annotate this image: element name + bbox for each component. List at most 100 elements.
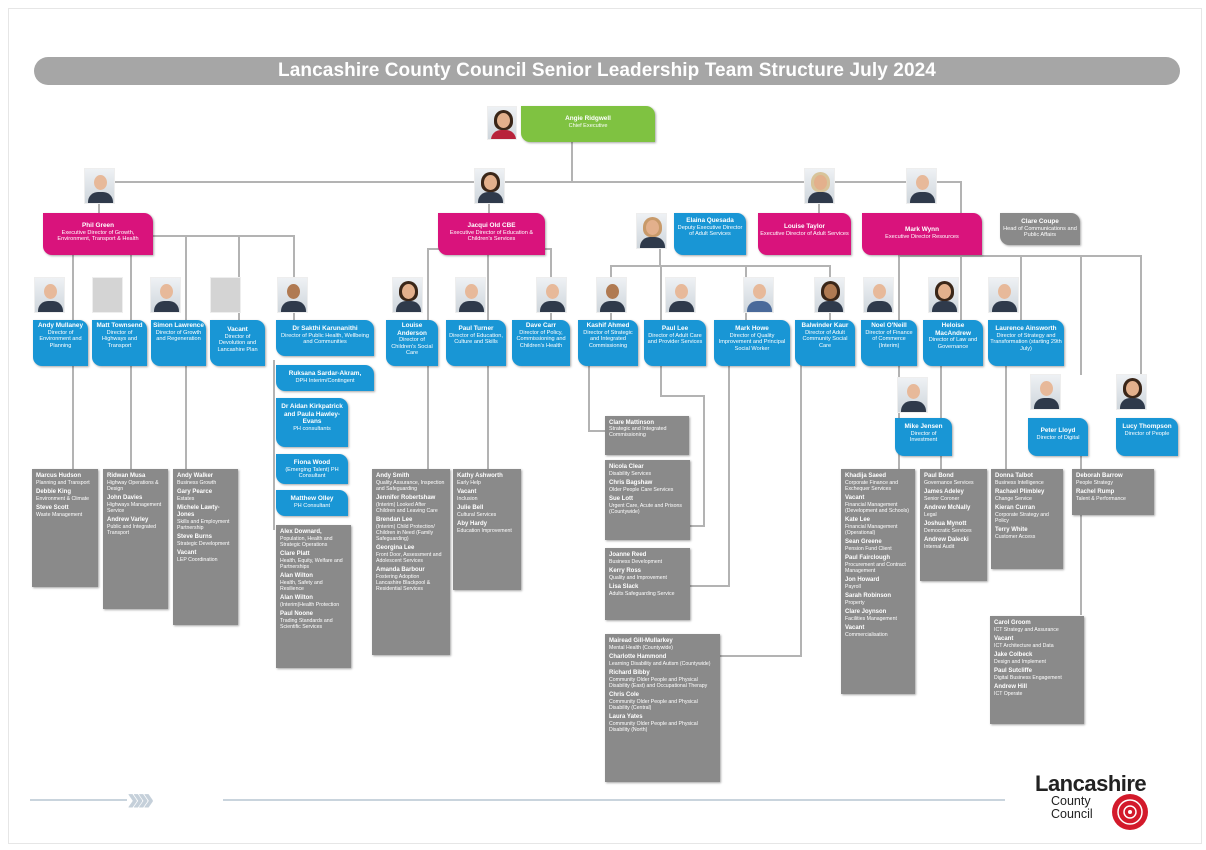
team-entry-role: Community Older People and Physical Disa…	[609, 721, 698, 733]
louise-taylor-photo	[804, 168, 835, 204]
team-entry: Jennifer Robertshaw(Interim) Looked Afte…	[376, 495, 446, 514]
dave-carr-photo	[536, 277, 567, 313]
heloise-photo	[928, 277, 959, 313]
team-entry-role: Population, Health and Strategic Operati…	[280, 536, 333, 548]
ceo-name: Angie Ridgwell	[565, 115, 611, 122]
team-entry-role: Pension Fund Client	[845, 546, 892, 552]
team-entry-name: John Davies	[107, 495, 143, 501]
paul-turner-photo	[455, 277, 486, 313]
ph-name: Matthew Olley	[290, 495, 334, 502]
laurence-photo	[988, 277, 1019, 313]
team-entry: Alan Wilton(Interim)Health Protection	[280, 595, 347, 608]
team-entry-name: Clare Platt	[280, 551, 310, 557]
team-entry-name: Marcus Hudson	[36, 473, 82, 479]
team-entry-role: Adults Safeguarding Service	[609, 591, 675, 597]
team-entry-role: ICT Operate	[994, 691, 1023, 697]
director-name: Noel O'Neill	[871, 322, 907, 329]
phil-green-photo	[84, 168, 115, 204]
team-entry-role: Cultural Services	[457, 512, 497, 518]
team-entry-name: Donna Talbot	[995, 473, 1033, 479]
team-entry-name: Steve Burns	[177, 534, 213, 540]
sub-role: Director of Digital	[1036, 434, 1080, 441]
team-entry-role: Health, Equity, Welfare and Partnerships	[280, 558, 343, 570]
team-entry-name: Paul Bond	[924, 473, 954, 479]
exec-role: Executive Director Resources	[885, 233, 959, 240]
team-entry-role: ICT Strategy and Assurance	[994, 627, 1059, 633]
ph-role: PH Consultant	[293, 502, 331, 509]
team-entry-name: James Adeley	[924, 489, 964, 495]
mark-wynn-photo	[906, 168, 937, 204]
director-role: Director of Public Health, Wellbeing and…	[281, 332, 369, 346]
team-entry-role: Business Intelligence	[995, 480, 1044, 486]
sub-name: Peter Lloyd	[1040, 427, 1076, 434]
red-rose-icon	[1112, 794, 1148, 830]
team-entry-role: Property	[845, 600, 865, 606]
team-entry-name: Paul Fairclough	[845, 555, 891, 561]
team-entry-role: Quality Assurance, Inspection and Safegu…	[376, 480, 445, 492]
sub-role: Director of Investment	[909, 430, 938, 444]
team-entry-role: Customer Access	[995, 534, 1036, 540]
team-entry-role: Community Older People and Physical Disa…	[609, 677, 708, 689]
director-name: Louise Anderson	[397, 322, 427, 337]
exec-name: Phil Green	[82, 222, 114, 229]
noel-oneill-photo	[863, 277, 894, 313]
team-entry-name: Andrew Dalecki	[924, 537, 969, 543]
director-name: Paul Turner	[458, 325, 494, 332]
team-entry-role: Highways Management Service	[107, 502, 162, 514]
team-entry-name: Kathy Ashworth	[457, 473, 503, 479]
matt-townsend-photo	[92, 277, 123, 313]
team-entry-name: Paul Sutcliffe	[994, 668, 1033, 674]
team-entry-role: Financial Management (Operational)	[845, 524, 898, 536]
director-role: Director of Children's Social Care	[391, 337, 433, 356]
team-entry-role: Disability Services	[609, 471, 652, 477]
exec-name: Louise Taylor	[783, 223, 826, 230]
director-name: Vacant	[227, 326, 248, 333]
team-entry-name: Alex Downard,	[280, 529, 322, 535]
team-entry-name: Chris Bagshaw	[609, 480, 653, 486]
ceo-role: Chief Executive	[568, 122, 608, 129]
team-entry: Alex Downard,Population, Health and Stra…	[280, 529, 347, 548]
lucy-thompson-photo	[1116, 374, 1147, 410]
team-entry-name: Aby Hardy	[457, 521, 488, 527]
ph-name: Fiona Wood	[293, 459, 331, 466]
team-entry-role: Design and Implement	[994, 659, 1046, 665]
chevrons-icon: ››››	[127, 782, 223, 816]
team-entry-name: Vacant	[845, 495, 865, 501]
team-entry-role: Legal	[924, 512, 937, 518]
team-entry-role: Urgent Care, Acute and Prisons (Countywi…	[609, 503, 682, 515]
team-entry-role: Learning Disability and Autism (Countywi…	[609, 661, 711, 667]
director-role: Director of Highways and Transport	[101, 329, 138, 349]
team-entry-name: Joanne Reed	[609, 552, 647, 558]
team-entry-role: People Strategy	[1076, 480, 1113, 486]
exec-role: Executive Director of Adult Services	[760, 230, 849, 237]
team-entry-name: Joshua Mynott	[924, 521, 967, 527]
team-entry-name: Carol Groom	[994, 620, 1031, 626]
